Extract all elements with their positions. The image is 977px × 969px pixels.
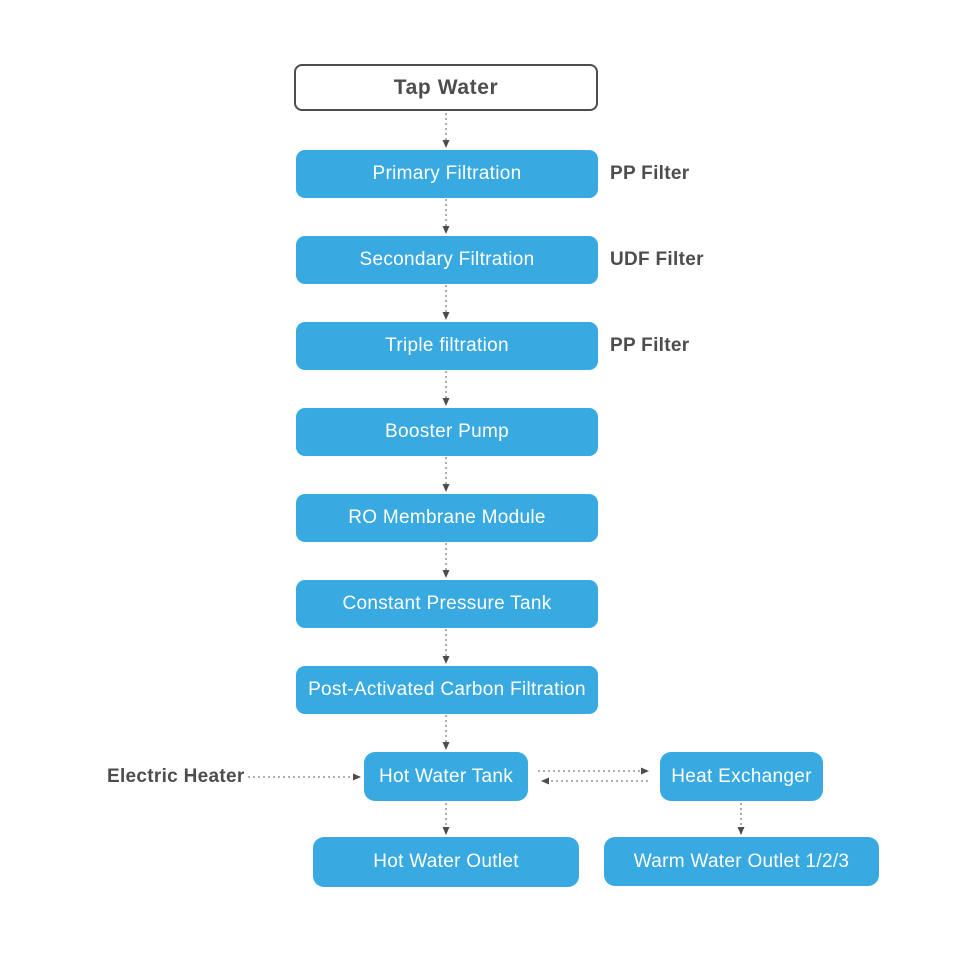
node-hot-water-outlet: Hot Water Outlet: [313, 837, 579, 887]
node-primary-filtration: Primary Filtration: [296, 150, 598, 198]
annotation-pp-filter-primary: PP Filter: [610, 163, 690, 184]
node-warm-water-outlet: Warm Water Outlet 1/2/3: [604, 837, 879, 886]
node-ro-membrane-module: RO Membrane Module: [296, 494, 598, 542]
annotation-electric-heater: Electric Heater: [107, 765, 245, 787]
node-heat-exchanger: Heat Exchanger: [660, 752, 823, 801]
node-booster-pump: Booster Pump: [296, 408, 598, 456]
node-secondary-filtration: Secondary Filtration: [296, 236, 598, 284]
annotation-udf-filter-secondary: UDF Filter: [610, 249, 704, 270]
node-hot-water-tank: Hot Water Tank: [364, 752, 528, 801]
node-constant-pressure-tank: Constant Pressure Tank: [296, 580, 598, 628]
node-tap-water: Tap Water: [294, 64, 598, 111]
node-triple-filtration: Triple filtration: [296, 322, 598, 370]
node-post-activated-carbon-filtration: Post-Activated Carbon Filtration: [296, 666, 598, 714]
annotation-pp-filter-triple: PP Filter: [610, 335, 690, 356]
